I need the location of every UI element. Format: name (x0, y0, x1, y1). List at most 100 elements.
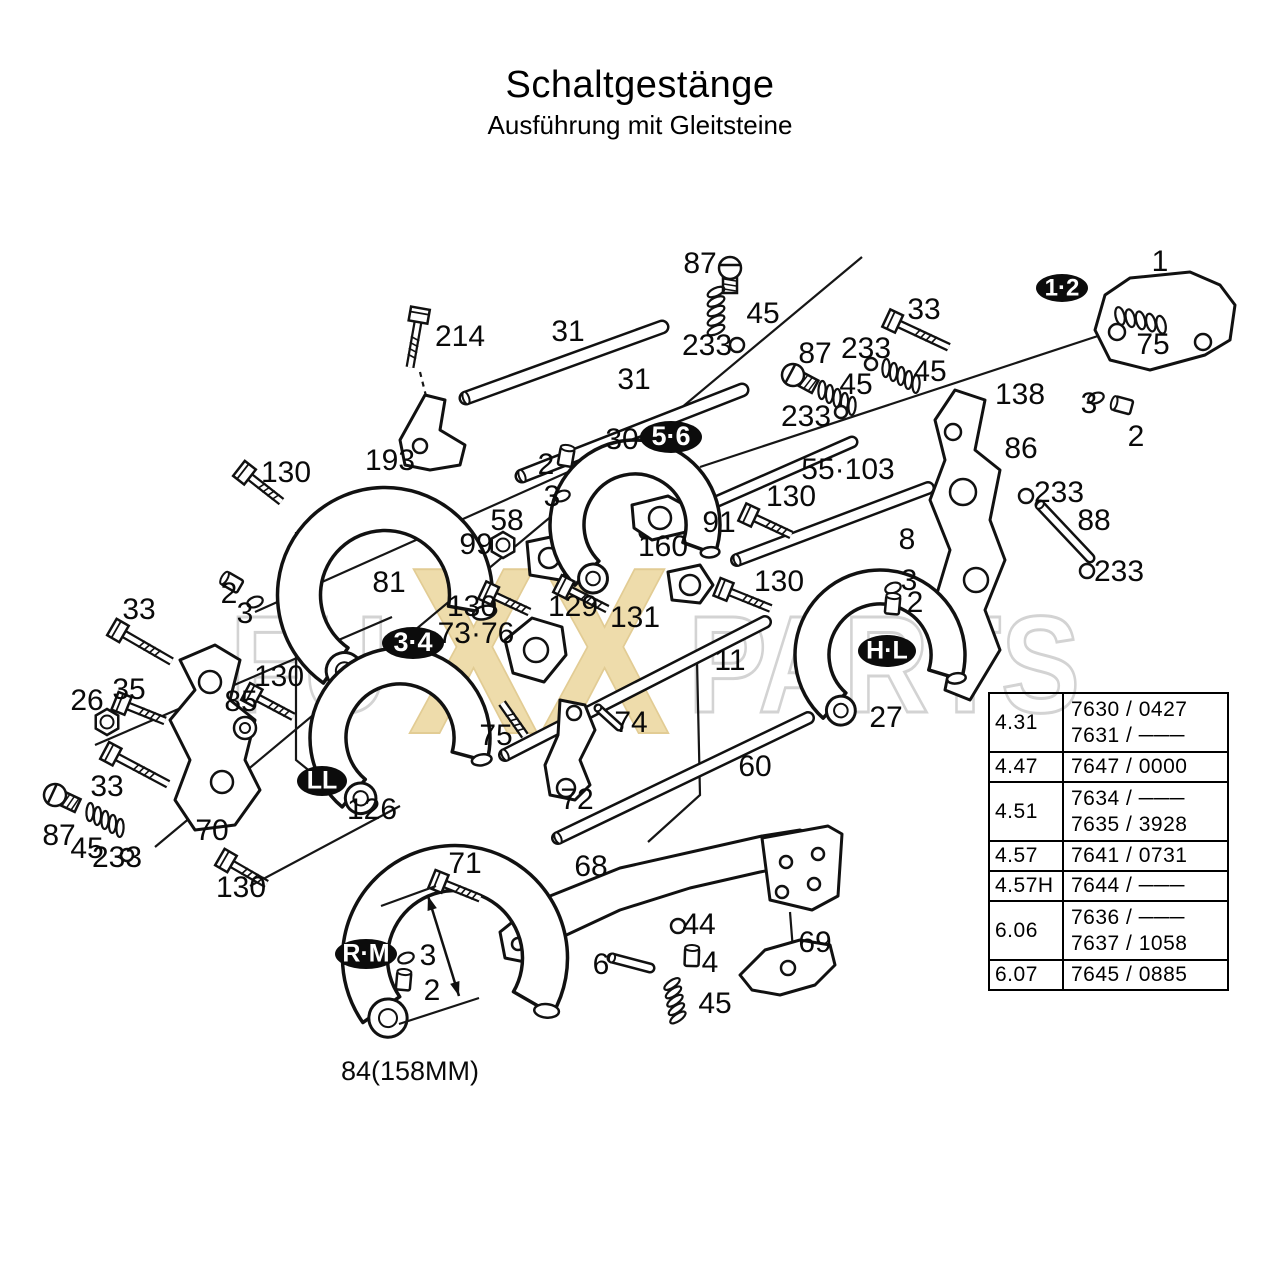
part-number-label: 160 (638, 530, 688, 563)
hex-bolt (880, 307, 951, 352)
washer (232, 715, 258, 741)
part-number-label: 129 (548, 590, 598, 623)
part-number-label: 58 (490, 504, 523, 537)
part-number-cell: 7636 / ───7637 / 1058 (1064, 902, 1227, 959)
part-number-label: 44 (682, 908, 715, 941)
part-number-label: 11 (714, 644, 745, 677)
ratio-cell: 6.07 (990, 961, 1064, 989)
part-number-text: 7634 / ─── (1071, 786, 1185, 810)
part-number-text: 7630 / 0427 (1071, 697, 1188, 721)
hex-nut (94, 707, 120, 737)
shift-fork (340, 843, 570, 1039)
shaft-rod (730, 481, 935, 567)
hex-bolt (213, 847, 269, 888)
detent-ball (833, 404, 849, 420)
part-number-label: 70 (195, 814, 228, 847)
part-number-label: 3 (544, 480, 561, 513)
part-number-label: 91 (702, 506, 735, 539)
part-number-label: 138 (995, 378, 1045, 411)
part-number-label: 87 (798, 337, 831, 370)
slotted-plug-screw (717, 255, 743, 295)
part-number-label: 1 (1152, 245, 1169, 278)
hex-bolt (98, 740, 171, 789)
part-number-label: 87 (683, 247, 716, 280)
hex-bolt (109, 690, 167, 726)
part-number-label: 75 (1136, 328, 1169, 361)
part-body (666, 563, 715, 605)
gear-group-badge: 1·2 (1036, 274, 1088, 302)
part-number-label: 45 (913, 355, 946, 388)
part-number-label: 130 (261, 456, 311, 489)
part-body (738, 938, 837, 997)
part-number-text: 7635 / 3928 (1071, 812, 1188, 836)
coil-spring (663, 976, 687, 1025)
part-body (760, 824, 844, 912)
part-number-label: 30 (605, 423, 638, 456)
gear-group-badge: LL (297, 766, 347, 796)
ratio-cell: 4.57H (990, 872, 1064, 900)
part-number-label: 130 (216, 871, 266, 904)
part-number-label: 84(158MM) (341, 1056, 479, 1086)
part-number-label: 130 (447, 590, 497, 623)
part-number-label: 131 (610, 601, 660, 634)
badge-label: H·L (866, 637, 908, 665)
part-number-label: 3 (901, 564, 918, 597)
part-number-label: 73·76 (438, 617, 515, 650)
part-number-label: 233 (682, 329, 732, 362)
detent-ball (119, 847, 135, 863)
part-number-label: 27 (869, 701, 902, 734)
shaft-rod (606, 952, 656, 974)
part-number-label: 33 (907, 293, 940, 326)
pin (883, 591, 902, 616)
hex-bolt (711, 576, 773, 613)
ratio-cell: 4.31 (990, 694, 1064, 751)
part-number-cell: 7641 / 0731 (1064, 842, 1227, 870)
badge-label: R·M (342, 940, 389, 968)
part-body (503, 616, 568, 684)
part-number-cell: 7634 / ───7635 / 3928 (1064, 783, 1227, 840)
coil-spring (881, 357, 921, 395)
part-number-label: 45 (698, 987, 731, 1020)
coil-spring (85, 801, 125, 839)
part-number-label: 6 (593, 948, 610, 981)
part-number-cell: 7645 / 0885 (1064, 961, 1227, 989)
part-number-label: 88 (1077, 504, 1110, 537)
pin (394, 967, 413, 992)
part-body (398, 393, 467, 472)
shift-fork (548, 438, 722, 595)
part-number-label: 99 (459, 528, 492, 561)
hex-bolt (498, 700, 529, 739)
part-number-cell: 7644 / ─── (1064, 872, 1227, 900)
gear-group-badge: 5·6 (640, 421, 702, 453)
part-body (168, 643, 262, 832)
part-number-text: 7631 / ─── (1071, 723, 1185, 747)
part-number-label: 2 (1128, 420, 1145, 453)
part-number-label: 233 (1094, 555, 1144, 588)
part-number-label: 35 (112, 673, 145, 706)
part-number-label: 74 (614, 706, 647, 739)
hex-bolt (736, 501, 794, 539)
coil-spring (1114, 306, 1167, 335)
hex-bolt (239, 681, 296, 721)
badge-label: LL (307, 767, 338, 795)
retaining-ring (1087, 391, 1105, 405)
shaft-rod (1034, 499, 1096, 564)
part-number-label: 55·103 (801, 453, 894, 486)
part-number-label: 193 (365, 444, 415, 477)
pin (683, 943, 701, 968)
part-number-label: 2 (221, 577, 238, 610)
detent-ball (863, 356, 879, 372)
part-number-label: 81 (372, 566, 405, 599)
hex-bolt (105, 617, 174, 666)
part-number-label: 86 (1004, 432, 1037, 465)
part-number-label: 130 (754, 565, 804, 598)
badge-label: 5·6 (651, 421, 690, 451)
slotted-plug-screw (42, 782, 83, 814)
detent-ball (669, 917, 687, 935)
